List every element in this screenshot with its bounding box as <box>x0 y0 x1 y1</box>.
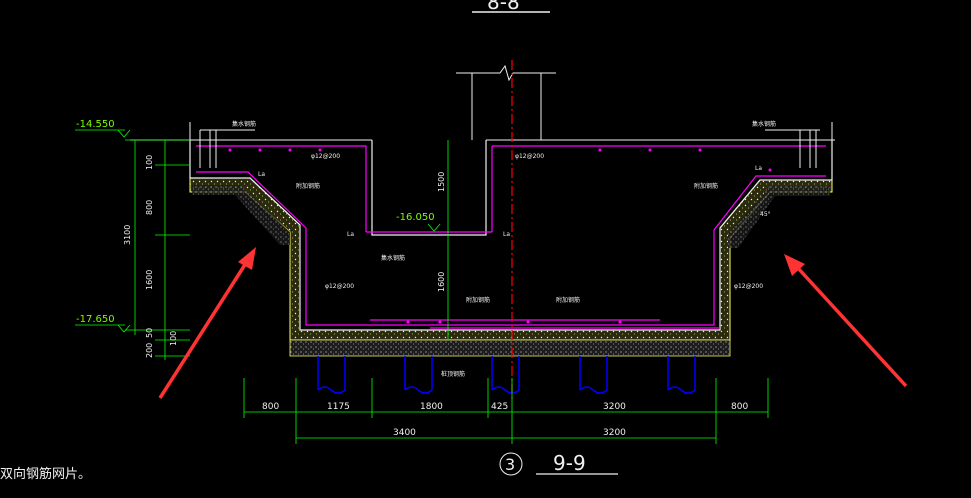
annotations: 集水钢筋 集水钢筋 φ12@200 φ12@200 附加钢筋 附加钢筋 La L… <box>232 120 776 378</box>
dim-b1-0: 800 <box>262 402 279 412</box>
note-slope-right: 附加钢筋 <box>694 182 718 190</box>
bottom-dim-row2: 3400 3200 <box>393 428 626 438</box>
bottom-cushion <box>289 339 731 357</box>
dim-left-0: 100 <box>145 155 154 170</box>
anchor-bars <box>199 129 820 168</box>
dim-mid-1: 1600 <box>437 272 446 292</box>
pile-1 <box>317 356 346 394</box>
note-pit: 集水钢筋 <box>381 254 405 262</box>
rebar-dots <box>228 148 772 324</box>
note-rebar-right: φ12@200 <box>515 153 544 160</box>
pile-4 <box>579 356 608 394</box>
note-wall-right: φ12@200 <box>734 283 763 290</box>
dim-left-4: 50 <box>145 328 154 338</box>
dim-left-6: 200 <box>145 343 154 358</box>
footnote: 双向钢筋网片。 <box>0 466 91 482</box>
dim-b2-1: 3200 <box>603 428 626 438</box>
note-la-4: La <box>755 165 762 172</box>
dim-mid-0: 1500 <box>437 172 446 192</box>
note-la-2: La <box>347 231 354 238</box>
dim-bottom <box>243 378 769 444</box>
dim-left-5: 100 <box>169 331 178 346</box>
note-bottom-right: 附加钢筋 <box>556 296 580 304</box>
pile-5 <box>667 356 696 394</box>
note-top-right: 集水钢筋 <box>752 120 776 128</box>
dim-left-2: 3100 <box>123 225 132 245</box>
section-mark: 3 9-9 <box>499 451 618 476</box>
pile-2 <box>404 356 433 394</box>
dim-left-1: 800 <box>145 200 154 215</box>
left-dims: 100 800 3100 1600 50 100 200 <box>123 155 178 358</box>
arrow-right-line <box>795 265 908 388</box>
dim-b1-1: 1175 <box>327 402 350 412</box>
section-title: 9-9 <box>553 451 586 475</box>
slope-hatch-right <box>728 186 830 248</box>
note-bottom-left: 附加钢筋 <box>466 296 490 304</box>
bottom-dim-row1: 800 1175 1800 425 3200 800 <box>262 402 748 412</box>
dim-b1-4: 3200 <box>603 402 626 412</box>
dim-left-3: 1600 <box>145 270 154 290</box>
column <box>456 64 556 140</box>
pile-3 <box>491 356 520 394</box>
slope-hatch-left <box>192 185 290 245</box>
arrow-left-line <box>158 262 248 399</box>
note-rebar-left: φ12@200 <box>311 153 340 160</box>
elevation-labels: -14.550 -17.650 -16.050 <box>76 119 441 333</box>
elev-pit: -16.050 <box>396 212 435 223</box>
arrow-left-head <box>238 247 256 270</box>
note-top-left: 集水钢筋 <box>232 120 256 128</box>
note-la-3: La <box>503 231 510 238</box>
arrow-right-head <box>784 254 805 276</box>
piles <box>317 356 696 394</box>
note-pile: 桩顶钢筋 <box>441 370 465 378</box>
dim-b2-0: 3400 <box>393 428 416 438</box>
top-title-text: 8-8 <box>487 0 520 14</box>
arrows <box>158 247 908 399</box>
pit-outline <box>189 140 833 331</box>
note-wall-left: φ12@200 <box>325 283 354 290</box>
dim-b1-3: 425 <box>491 402 508 412</box>
note-angle: 45° <box>760 211 771 218</box>
dim-left <box>75 129 190 360</box>
middle-dims: 1500 1600 <box>437 172 446 292</box>
elev-top: -14.550 <box>76 119 115 130</box>
rebar-lines <box>196 145 826 329</box>
elev-bottom: -17.650 <box>76 314 115 325</box>
top-title: 8-8 <box>472 0 550 14</box>
section-number: 3 <box>505 455 515 474</box>
note-la-1: La <box>258 171 265 178</box>
dim-b1-2: 1800 <box>420 402 443 412</box>
note-slope-left: 附加钢筋 <box>296 182 320 190</box>
dim-b1-5: 800 <box>731 402 748 412</box>
